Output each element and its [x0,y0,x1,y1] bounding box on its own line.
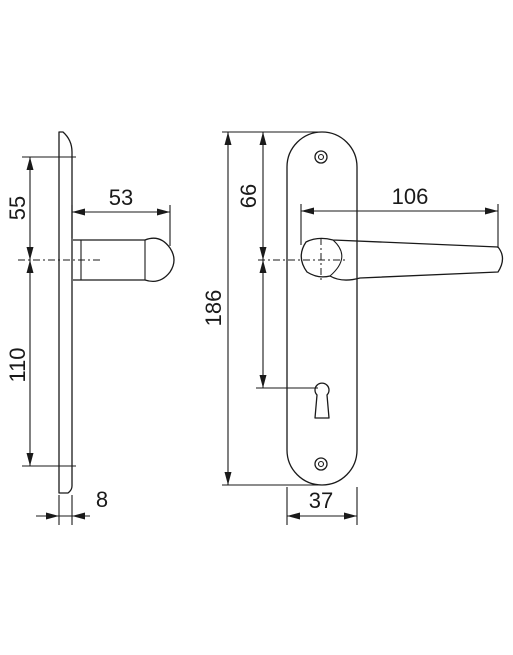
front-view: 186 66 106 37 [201,131,504,525]
dim-label-110: 110 [5,347,30,382]
front-backplate [286,131,358,486]
dim-label-55: 55 [5,196,30,220]
dim-label-53: 53 [109,185,133,210]
side-view: 55 110 53 8 [5,131,175,525]
dim-label-106: 106 [392,184,429,209]
dim-label-66: 66 [236,184,261,208]
dim-label-186: 186 [201,290,226,327]
dim-label-37: 37 [309,488,333,513]
top-screw-icon [314,150,328,164]
dim-label-8: 8 [96,487,108,512]
side-lever-profile [73,237,175,283]
keyhole-icon [314,382,330,419]
side-backplate [58,131,73,494]
front-lever [300,237,504,281]
bottom-screw-icon [314,457,328,471]
